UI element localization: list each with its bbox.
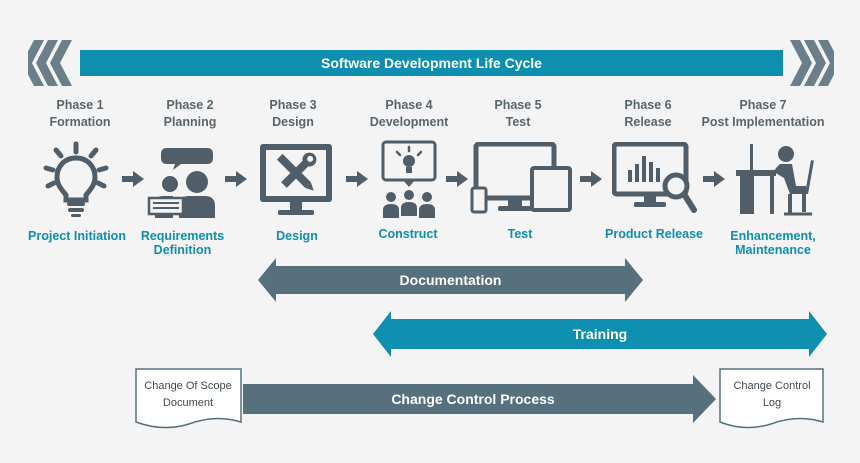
sdlc-title: Software Development Life Cycle <box>80 50 783 76</box>
meeting-icon <box>147 148 215 218</box>
documentation-band <box>258 258 643 302</box>
phase-3-name: Design <box>272 114 314 129</box>
phase-1-name: Formation <box>49 114 111 129</box>
phase-6-number: Phase 6 <box>624 98 672 112</box>
phase-5-header: Phase 5 Test <box>453 97 583 130</box>
lightbulb-icon <box>43 141 109 217</box>
flow-arrow-icon <box>346 171 368 187</box>
phase-5-name: Test <box>505 114 531 129</box>
workstation-icon <box>736 144 814 216</box>
change-control-arrow <box>243 375 716 423</box>
design-tools-icon <box>260 144 332 215</box>
phase-7-header: Phase 7 Post Implementation <box>698 97 828 130</box>
flow-arrow-icon <box>225 171 247 187</box>
phase-4-number: Phase 4 <box>385 98 433 112</box>
flow-arrow-icon <box>446 171 468 187</box>
phase-2-name: Planning <box>163 114 217 129</box>
phase-5-number: Phase 5 <box>494 98 542 112</box>
training-label: Training <box>572 326 628 342</box>
flow-arrow-icon <box>122 171 144 187</box>
phase-6-header: Phase 6 Release <box>583 97 713 130</box>
phase-4-name: Development <box>369 114 449 129</box>
analytics-search-icon <box>612 142 697 213</box>
phase-4-header: Phase 4 Development <box>344 97 474 130</box>
change-control-label: Change Control Process <box>391 391 555 407</box>
phase-6-name: Release <box>624 114 672 129</box>
phase-2-caption: Requirements Definition <box>140 229 225 257</box>
flow-arrow-icon <box>703 171 725 187</box>
phase-7-number: Phase 7 <box>739 98 787 112</box>
right-chevrons-icon <box>790 40 834 86</box>
change-control-log-icon <box>719 368 824 429</box>
phase-1-header: Phase 1 Formation <box>15 97 145 130</box>
phase-3-caption: Design <box>276 229 318 243</box>
devices-icon <box>470 142 572 214</box>
change-control-log-label: Change Control Log <box>733 380 811 409</box>
left-chevrons-icon <box>28 40 72 86</box>
phase-4-caption: Construct <box>378 227 438 241</box>
team-idea-icon <box>381 140 437 218</box>
phase-6-caption: Product Release <box>605 227 703 241</box>
phase-7-name: Post Implementation <box>701 114 825 129</box>
phase-1-number: Phase 1 <box>56 98 104 112</box>
phase-3-header: Phase 3 Design <box>228 97 358 130</box>
flow-arrow-icon <box>580 171 602 187</box>
change-of-scope-document-icon <box>135 368 242 429</box>
change-of-scope-document-label: Change Of Scope Document <box>144 380 232 409</box>
phase-1-caption: Project Initiation <box>28 229 126 243</box>
phase-2-header: Phase 2 Planning <box>125 97 255 130</box>
training-band <box>373 311 827 357</box>
documentation-label: Documentation <box>399 272 502 288</box>
phase-2-number: Phase 2 <box>166 98 214 112</box>
phase-5-caption: Test <box>507 227 533 241</box>
phase-3-number: Phase 3 <box>269 98 317 112</box>
phase-7-caption: Enhancement, Maintenance <box>730 229 816 257</box>
